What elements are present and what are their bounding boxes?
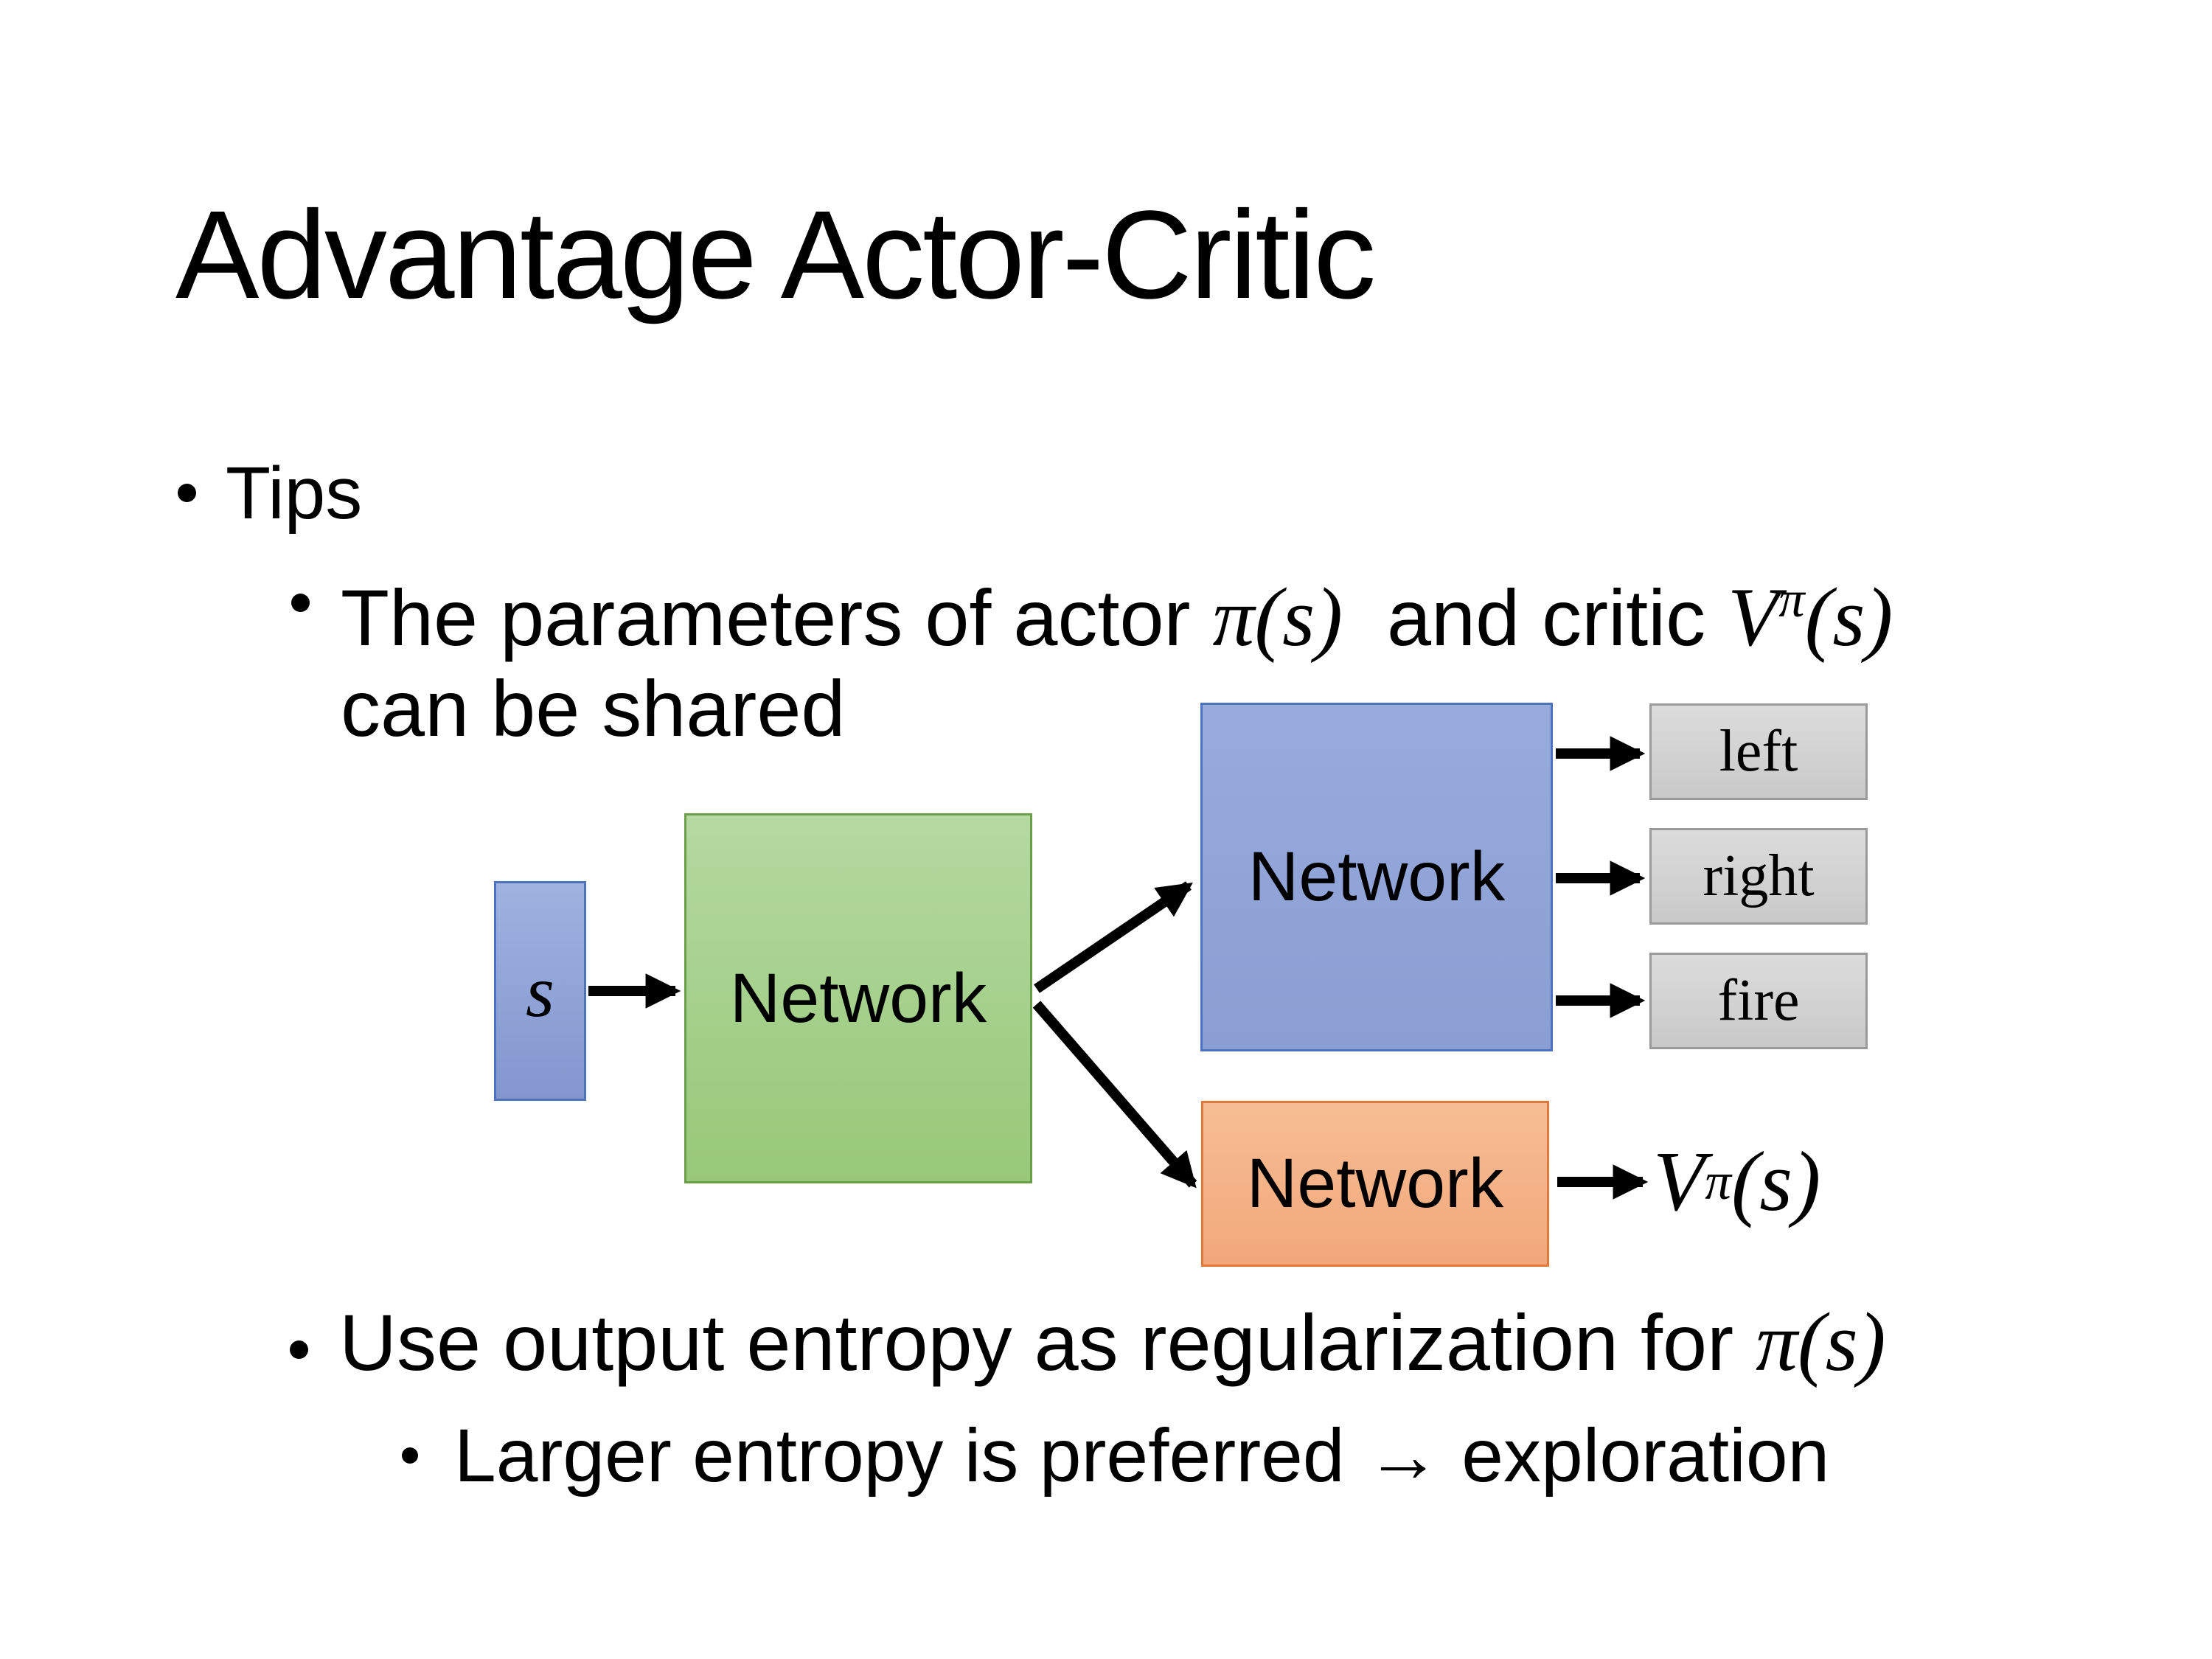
bullet-dot [178, 484, 196, 502]
action-box-right: right [1649, 828, 1868, 925]
arrow-shared-to-critic [1032, 1001, 1197, 1189]
bullet-dot [291, 594, 310, 612]
critic-v-math: Vπ(s) [1728, 571, 1893, 664]
value-v-letter: V [1653, 1135, 1705, 1228]
shared-text-line2: can be shared [341, 663, 846, 753]
shared-network-box: Network [684, 813, 1032, 1183]
value-v-args: (s) [1731, 1135, 1821, 1228]
critic-v-sup: π [1778, 571, 1805, 628]
shared-text-mid: and critic [1342, 572, 1728, 662]
bullet-dot [290, 1340, 308, 1359]
arrow-shared-to-actor [1034, 881, 1193, 993]
critic-v-args: (s) [1804, 570, 1893, 664]
state-input-box: s [494, 881, 586, 1101]
bullet-entropy: Use output entropy as regularization for… [339, 1294, 1886, 1391]
bullet-shared-parameters: The parameters of actor π(s) and critic … [341, 554, 1893, 754]
shared-text-pre: The parameters of actor [341, 572, 1213, 662]
action-box-left: left [1649, 703, 1868, 800]
bullet-dot [402, 1447, 418, 1464]
actor-pi-math: π(s) [1212, 570, 1343, 664]
action-label-right: right [1703, 844, 1815, 908]
action-box-fire: fire [1649, 953, 1868, 1049]
entropy-text: Use output entropy as regularization for [339, 1298, 1756, 1387]
actor-network-box: Network [1200, 703, 1553, 1051]
slide-title: Advantage Actor-Critic [175, 185, 1376, 325]
bullet-exploration: Larger entropy is preferred → exploratio… [454, 1413, 1830, 1498]
critic-network-label: Network [1246, 1144, 1504, 1222]
critic-network-box: Network [1201, 1101, 1549, 1267]
critic-v-letter: V [1728, 570, 1779, 664]
actor-network-label: Network [1248, 838, 1506, 916]
shared-network-label: Network [729, 959, 987, 1037]
value-v-sup: π [1705, 1152, 1731, 1211]
action-label-fire: fire [1717, 968, 1800, 1033]
bullet-tips: Tips [226, 452, 363, 535]
action-label-left: left [1719, 719, 1798, 784]
entropy-pi-math: π(s) [1756, 1295, 1886, 1388]
state-label: s [526, 950, 554, 1032]
